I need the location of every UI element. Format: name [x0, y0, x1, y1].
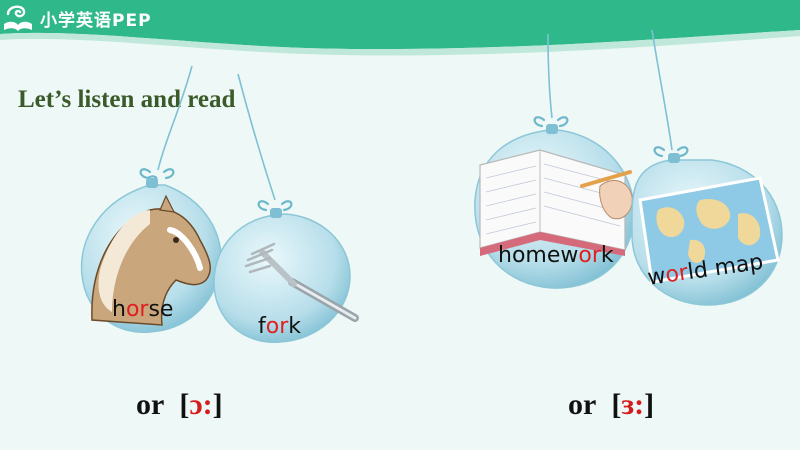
homework-picture — [479, 149, 633, 256]
fork-picture — [244, 242, 359, 322]
header-wave — [0, 0, 800, 56]
brand-label: 小学英语PEP — [40, 11, 152, 31]
homework-ornament — [474, 124, 635, 289]
world-map-ornament — [631, 153, 783, 306]
phonics-or-er: or [ɜ:] — [568, 388, 655, 421]
word-homework: homework — [498, 243, 614, 268]
fork-ornament — [213, 208, 359, 343]
page-title: Let’s listen and read — [18, 86, 236, 113]
phonics-or-aw: or [ɔ:] — [136, 388, 223, 421]
horse-ornament — [80, 178, 222, 333]
header-banner: 小学英语PEP — [0, 0, 800, 62]
horse-picture — [91, 194, 212, 326]
world-map-picture — [638, 176, 780, 284]
word-horse: horse — [112, 297, 174, 322]
word-fork: fork — [258, 314, 302, 339]
book-swirl-icon — [4, 5, 32, 31]
